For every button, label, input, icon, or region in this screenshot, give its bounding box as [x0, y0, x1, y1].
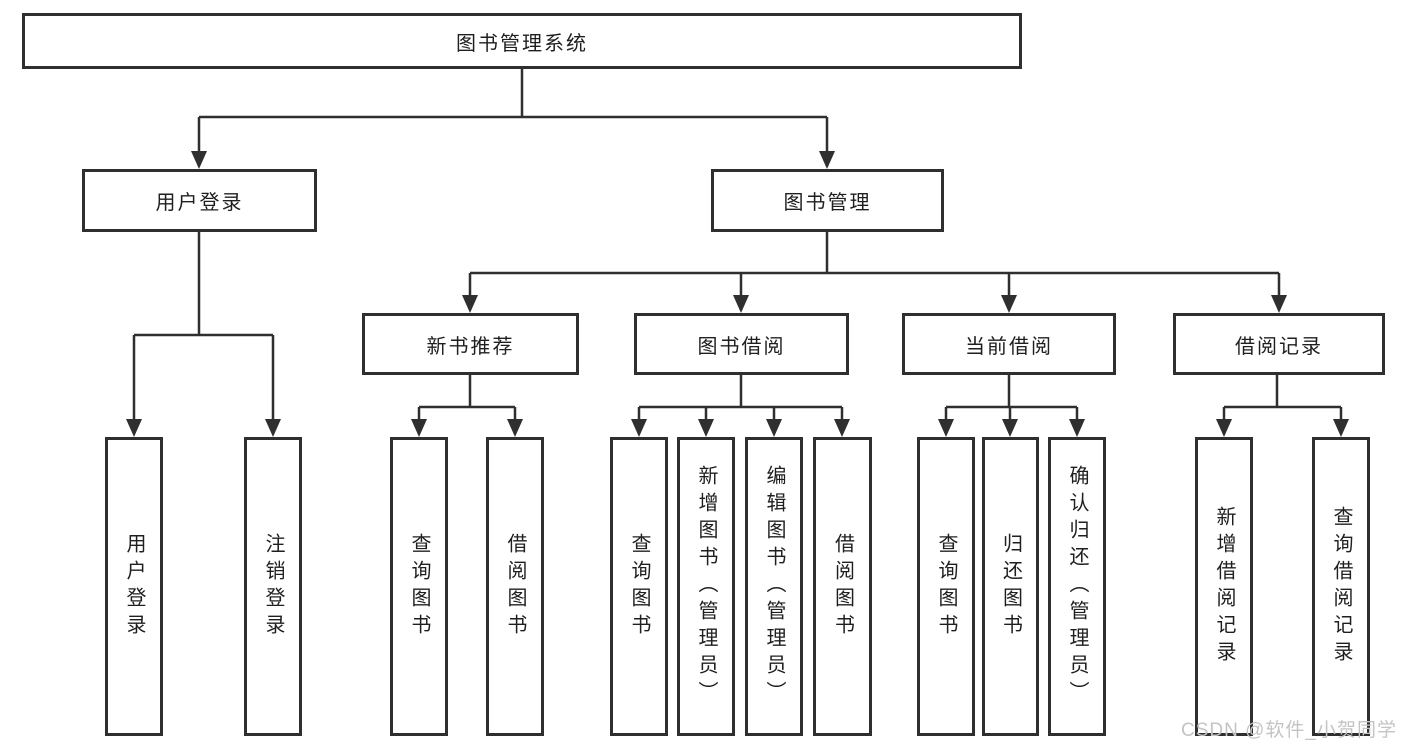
- node-label: 确认归还（管理员）: [1066, 465, 1088, 708]
- node-label: 新书推荐: [426, 335, 515, 358]
- arrowhead: [1002, 419, 1018, 437]
- node-label: 编辑图书（管理员）: [763, 465, 785, 708]
- leaf-user-login: 用户登录: [105, 437, 163, 736]
- csdn-watermark: CSDN @软件_小贺同学: [1181, 720, 1397, 741]
- node-current-borrow: 当前借阅: [902, 313, 1116, 375]
- arrowhead: [1333, 419, 1349, 437]
- node-label: 查询借阅记录: [1330, 505, 1352, 668]
- node-label: 查询图书: [628, 532, 650, 641]
- node-user-login-branch: 用户登录: [82, 169, 317, 232]
- leaf-query-books-recommend: 查询图书: [390, 437, 448, 736]
- node-label: 用户登录: [155, 192, 244, 214]
- node-label: 用户登录: [123, 532, 145, 641]
- arrowhead: [462, 295, 478, 313]
- node-label: 注销登录: [262, 532, 284, 641]
- node-label: 图书管理系统: [456, 32, 588, 55]
- node-label: 当前借阅: [965, 335, 1053, 358]
- leaf-logout: 注销登录: [244, 437, 302, 736]
- node-label: 查询图书: [935, 532, 957, 641]
- node-book-borrow: 图书借阅: [634, 313, 849, 375]
- arrowhead: [1216, 419, 1232, 437]
- arrowhead: [733, 295, 749, 313]
- arrowhead: [1271, 295, 1287, 313]
- node-new-book-recommend: 新书推荐: [362, 313, 579, 375]
- node-label: 查询图书: [408, 532, 430, 641]
- arrowhead: [938, 419, 954, 437]
- arrowhead: [1001, 295, 1017, 313]
- node-label: 借阅图书: [831, 532, 854, 641]
- arrowhead: [1069, 419, 1085, 437]
- leaf-query-books-borrow: 查询图书: [610, 437, 668, 736]
- node-root-library-system: 图书管理系统: [22, 13, 1022, 69]
- arrowhead: [698, 419, 714, 437]
- leaf-confirm-return-admin: 确认归还（管理员）: [1048, 437, 1106, 736]
- node-borrow-records: 借阅记录: [1173, 313, 1385, 375]
- arrowhead: [834, 419, 850, 437]
- node-label: 图书管理: [783, 192, 872, 214]
- arrowhead: [126, 419, 142, 437]
- arrowhead: [411, 419, 427, 437]
- arrowhead: [265, 419, 281, 437]
- leaf-return-books: 归还图书: [982, 437, 1039, 736]
- leaf-query-borrow-record: 查询借阅记录: [1312, 437, 1370, 736]
- leaf-edit-books-admin: 编辑图书（管理员）: [745, 437, 803, 736]
- leaf-query-books-current: 查询图书: [917, 437, 975, 736]
- leaf-borrow-books: 借阅图书: [813, 437, 872, 736]
- node-label: 借阅记录: [1235, 335, 1323, 358]
- arrowhead: [507, 419, 523, 437]
- leaf-add-books-admin: 新增图书（管理员）: [677, 437, 735, 736]
- leaf-borrow-books-recommend: 借阅图书: [486, 437, 544, 736]
- node-book-management-branch: 图书管理: [711, 169, 944, 232]
- node-label: 图书借阅: [697, 335, 786, 358]
- arrowhead: [631, 419, 647, 437]
- node-label: 新增图书（管理员）: [695, 465, 717, 708]
- node-label: 借阅图书: [504, 532, 526, 641]
- arrowhead: [819, 151, 835, 169]
- leaf-add-borrow-record: 新增借阅记录: [1195, 437, 1253, 736]
- node-label: 新增借阅记录: [1213, 505, 1235, 668]
- arrowhead: [191, 151, 207, 169]
- node-label: 归还图书: [999, 532, 1022, 641]
- arrowhead: [766, 419, 782, 437]
